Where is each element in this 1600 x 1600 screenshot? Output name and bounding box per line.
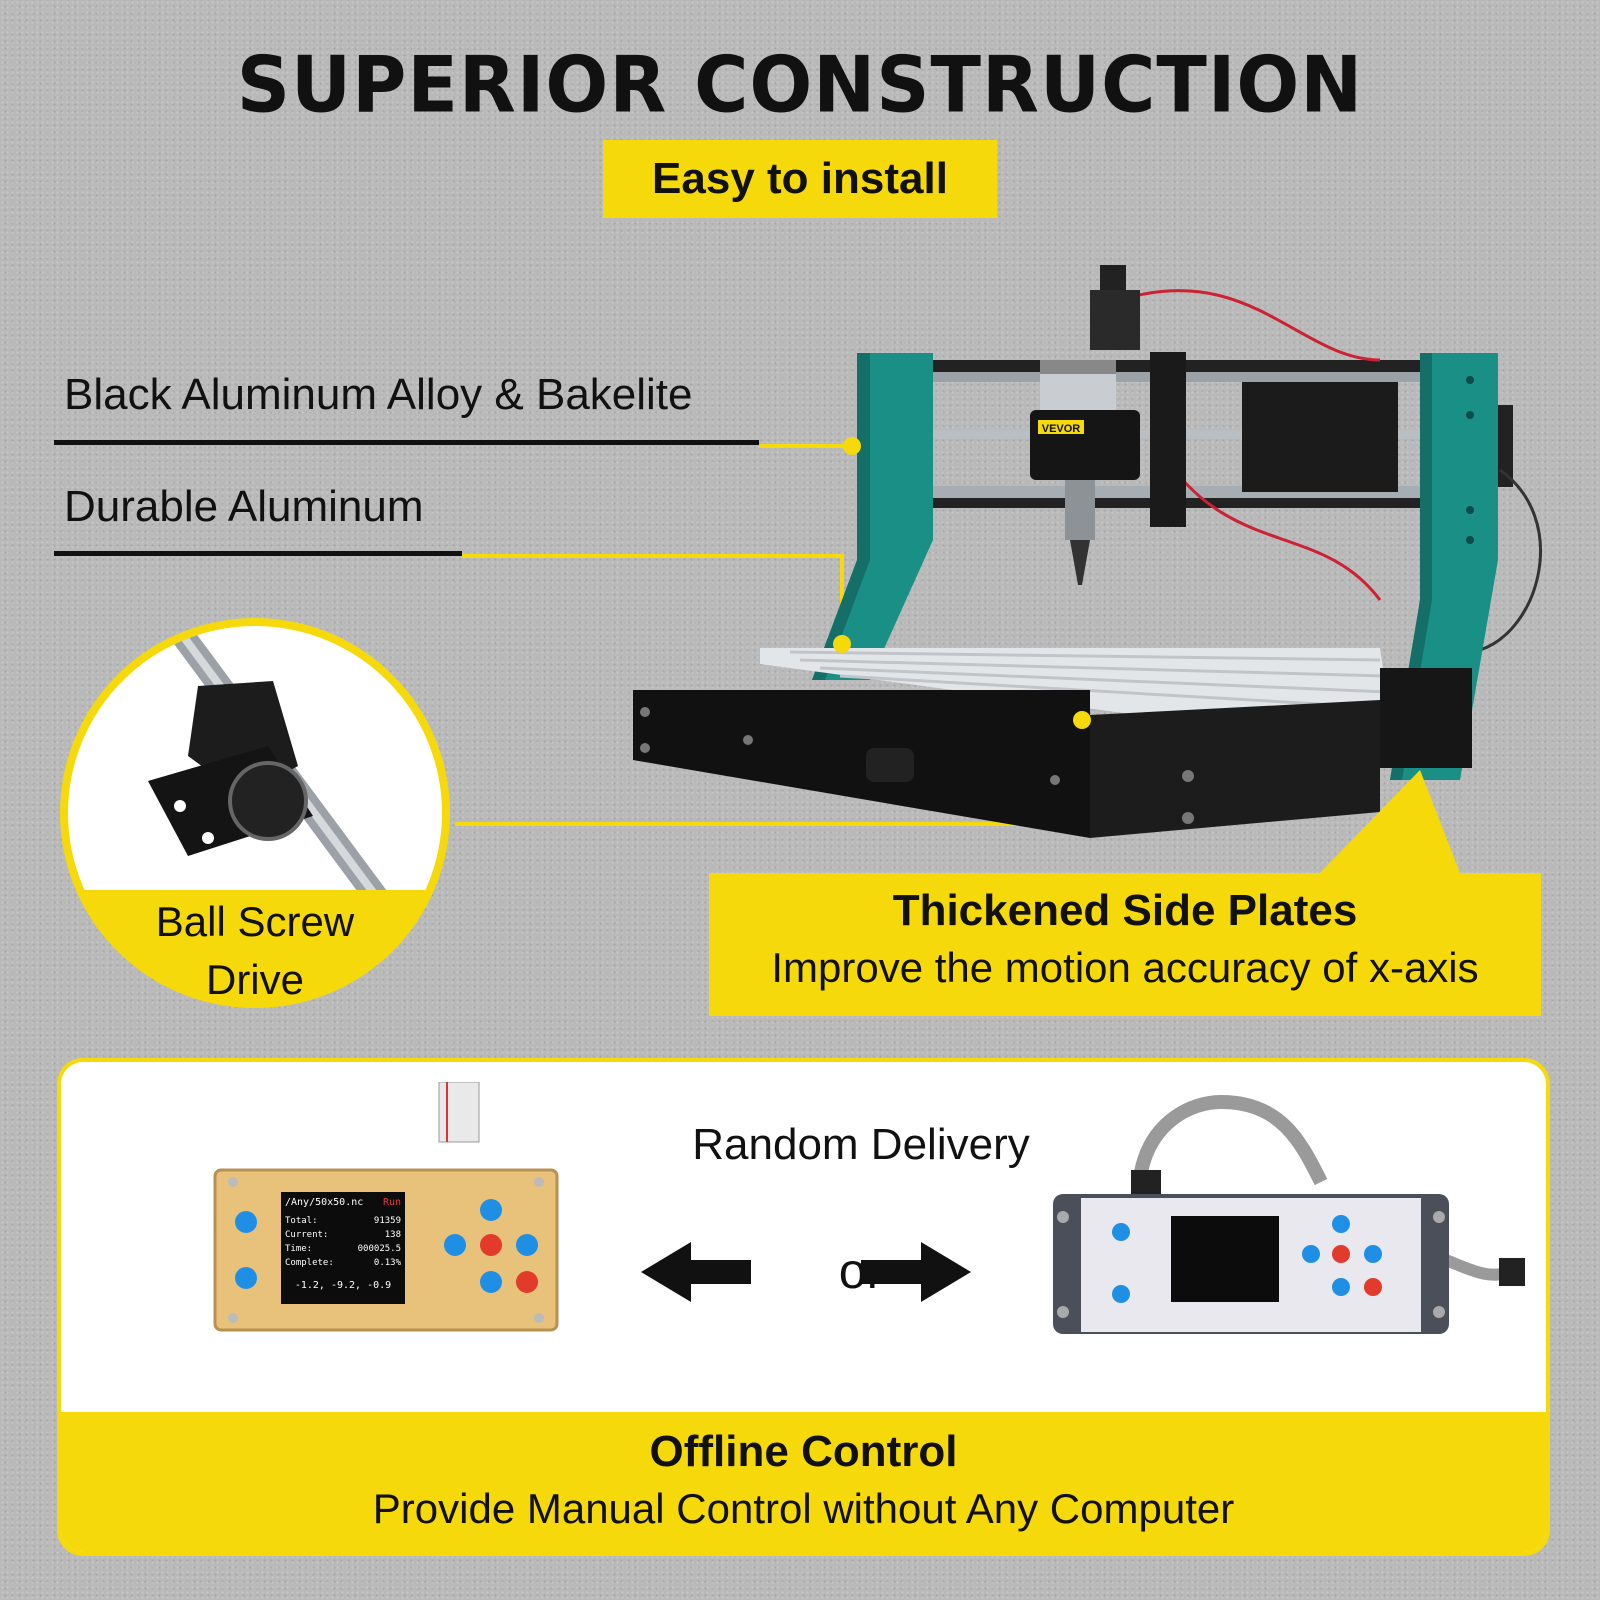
offline-control-panel: Random Delivery /Any/50x50.nc Run Total:… bbox=[57, 1058, 1550, 1556]
plates-title: Thickened Side Plates bbox=[892, 886, 1358, 935]
arrows-or bbox=[641, 1242, 971, 1302]
callout-dot-frame bbox=[843, 437, 861, 455]
vevor-logo: VEVOR bbox=[1042, 423, 1081, 435]
or-label: or bbox=[838, 1243, 884, 1299]
svg-text:138: 138 bbox=[385, 1230, 401, 1240]
base-frame-side bbox=[1090, 700, 1380, 838]
offline-control-band bbox=[61, 1412, 1546, 1552]
feature-underline-bed bbox=[54, 551, 462, 556]
arrow-left-icon bbox=[641, 1242, 751, 1302]
offline-control-description: Provide Manual Control without Any Compu… bbox=[372, 1485, 1235, 1532]
offline-controller-b bbox=[1053, 1094, 1525, 1334]
plates-callout-box bbox=[709, 873, 1541, 1016]
offline-controller-a: /Any/50x50.nc Run Total: 91359 Current: … bbox=[213, 1082, 559, 1332]
svg-text:-1.2, -9.2, -0.9: -1.2, -9.2, -0.9 bbox=[295, 1280, 391, 1291]
subtitle-badge: Easy to install bbox=[603, 140, 997, 218]
page-title: SUPERIOR CONSTRUCTION bbox=[236, 39, 1364, 131]
svg-text:0.13%: 0.13% bbox=[374, 1258, 402, 1268]
ball-screw-illustration bbox=[148, 628, 408, 934]
svg-text:91359: 91359 bbox=[374, 1216, 401, 1226]
svg-text:Time:: Time: bbox=[285, 1244, 312, 1254]
spindle-assembly: VEVOR bbox=[1030, 265, 1186, 585]
side-plate-left bbox=[812, 353, 933, 680]
feature-underline-frame bbox=[54, 440, 759, 445]
svg-text:Total:: Total: bbox=[285, 1216, 318, 1226]
callout-dot-bed bbox=[833, 635, 851, 653]
offline-control-title: Offline Control bbox=[649, 1427, 958, 1476]
control-board bbox=[1242, 382, 1398, 492]
knob bbox=[866, 748, 914, 782]
svg-text:000025.5: 000025.5 bbox=[358, 1244, 401, 1254]
feature-label-frame: Black Aluminum Alloy & Bakelite bbox=[64, 370, 693, 419]
plates-description: Improve the motion accuracy of x-axis bbox=[771, 944, 1479, 991]
ball-screw-label: Ball Screw Drive bbox=[155, 898, 355, 1003]
screen-status: Run bbox=[383, 1197, 401, 1208]
ball-screw-callout bbox=[60, 618, 450, 1008]
plates-callout-pointer bbox=[1320, 770, 1460, 873]
random-delivery-label: Random Delivery bbox=[692, 1120, 1030, 1169]
feature-label-bed: Durable Aluminum bbox=[64, 482, 424, 531]
base-frame-front bbox=[633, 690, 1090, 838]
svg-text:Current:: Current: bbox=[285, 1230, 328, 1240]
arrow-right-icon bbox=[861, 1242, 971, 1302]
callout-dot-screw bbox=[1073, 711, 1091, 729]
svg-text:Complete:: Complete: bbox=[285, 1258, 334, 1268]
screen-file: /Any/50x50.nc bbox=[285, 1197, 363, 1208]
subtitle-text: Easy to install bbox=[652, 154, 948, 203]
